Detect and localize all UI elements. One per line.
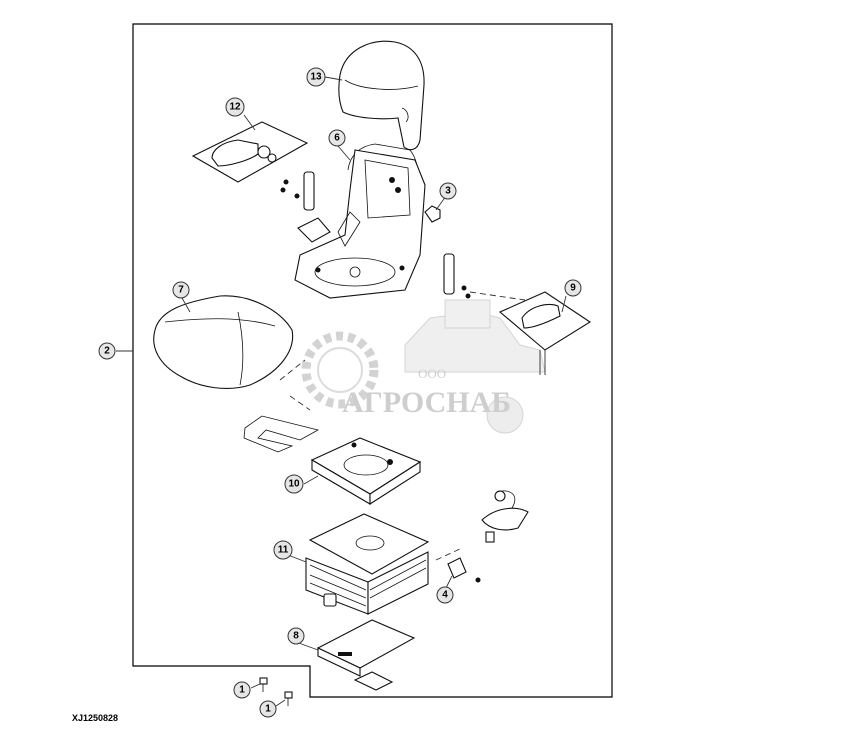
knob [424, 205, 441, 223]
dash-lever [435, 547, 463, 561]
callout-7-label: 7 [178, 285, 184, 296]
callout-2: 2 [98, 342, 116, 360]
callout-1a-label: 1 [239, 685, 245, 696]
armrest-right [498, 291, 592, 375]
callout-4-label: 4 [442, 590, 448, 601]
seat-cushion [153, 295, 294, 389]
callout-8-label: 8 [293, 631, 299, 642]
bolt-1b [284, 691, 293, 706]
leader-7 [181, 297, 191, 313]
armrest-bracket-left [280, 171, 331, 243]
leader-1b [275, 699, 286, 707]
leader-9 [561, 295, 567, 313]
seat-frame [294, 149, 426, 299]
callout-13: 13 [306, 67, 326, 87]
headrest [338, 40, 425, 151]
watermark-small: ООО [418, 366, 446, 381]
callout-11: 11 [273, 540, 293, 560]
bolt-1a [259, 677, 268, 692]
callout-11-label: 11 [278, 545, 289, 556]
leader-1a [250, 683, 261, 689]
dash-armrest [469, 291, 526, 301]
watermark-large: АГРОСНАБ [342, 386, 511, 419]
callout-10: 10 [284, 474, 304, 494]
callout-1a: 1 [233, 681, 251, 699]
callout-13-label: 13 [310, 72, 322, 83]
callout-12: 12 [225, 97, 245, 117]
leader-11 [287, 554, 307, 563]
callout-1b-label: 1 [265, 704, 271, 715]
suspension-base [305, 513, 430, 615]
leader-6 [337, 145, 351, 161]
callout-10-label: 10 [288, 479, 300, 490]
base-plate [316, 619, 416, 691]
leader-12 [243, 114, 256, 131]
assembly-frame [132, 23, 613, 698]
armrest-left [191, 121, 309, 183]
callout-4: 4 [436, 586, 454, 604]
callout-6: 6 [328, 129, 346, 147]
adjustment-lever [447, 490, 529, 583]
wire-spring [243, 415, 320, 453]
callout-12-label: 12 [229, 102, 241, 113]
armrest-bracket-right [443, 253, 471, 299]
callout-9-label: 9 [570, 283, 576, 294]
callout-2-label: 2 [104, 346, 110, 357]
leader-10 [303, 475, 319, 485]
watermark: ООО АГРОСНАБ [301, 299, 546, 434]
callout-7: 7 [172, 281, 190, 299]
callout-6-label: 6 [334, 133, 340, 144]
callout-8: 8 [287, 627, 305, 645]
callout-3-label: 3 [445, 186, 451, 197]
callout-1b: 1 [259, 700, 277, 718]
callout-9: 9 [564, 279, 582, 297]
dash-cushion [279, 359, 311, 411]
swivel-plate [310, 437, 422, 506]
leader-13 [324, 76, 343, 81]
leader-4 [445, 575, 453, 589]
figure-id: XJ1250828 [72, 713, 119, 723]
callout-3: 3 [439, 182, 457, 200]
